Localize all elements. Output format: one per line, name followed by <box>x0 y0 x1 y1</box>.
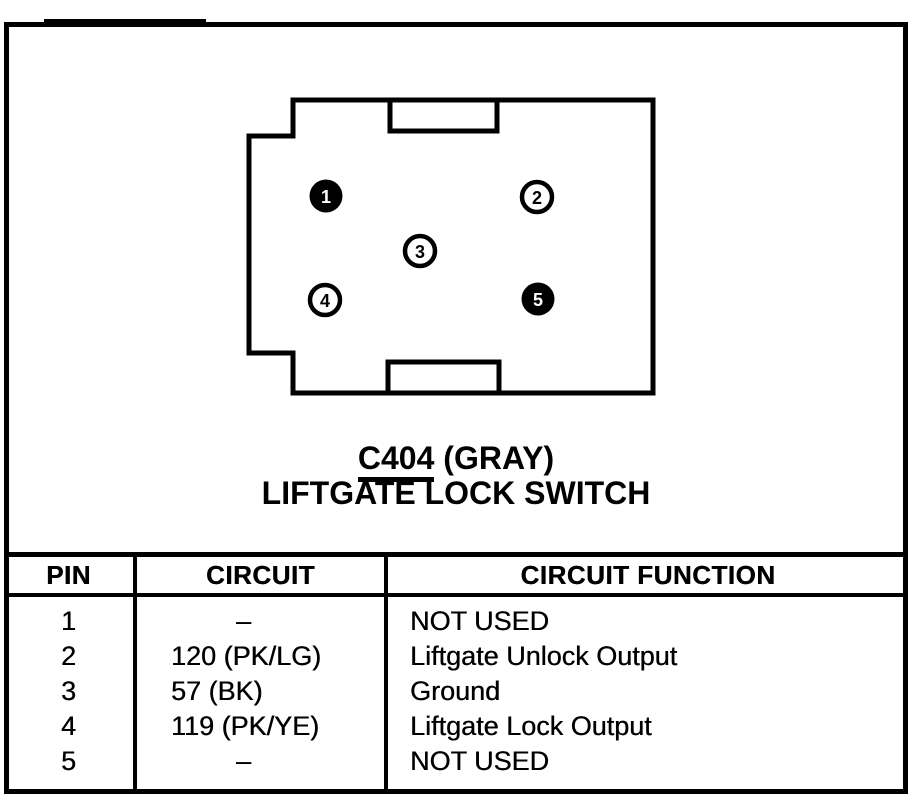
pin-cell: 2 <box>60 641 77 671</box>
connector-pin-2: 2 <box>519 179 555 215</box>
pin-4-circle <box>307 282 343 318</box>
connector-top-tab <box>387 97 500 134</box>
connector-pin-1: 1 <box>309 179 343 213</box>
function-cell: NOT USED <box>410 606 550 636</box>
pin-1-circle <box>309 179 343 213</box>
header-cell-circuit: CIRCUIT <box>137 557 388 597</box>
function-cell: Liftgate Unlock Output <box>410 641 678 671</box>
connector-name: LIFTGATE LOCK SWITCH <box>261 475 651 511</box>
header-cell-function: CIRCUIT FUNCTION <box>388 557 908 597</box>
pin-5-circle <box>521 282 555 316</box>
connector-outline <box>246 97 656 396</box>
circuit-cell: 120 (PK/LG) <box>171 641 322 671</box>
connector-diagram: 1 2 3 4 5 <box>246 97 656 396</box>
header-cell-pin: PIN <box>4 557 137 597</box>
connector-id-line: C404 (GRAY) <box>4 440 908 482</box>
pin-5-label: 5 <box>533 290 543 310</box>
scan-artifact-line <box>44 19 206 23</box>
connector-id: C404 <box>357 440 435 482</box>
function-cell: Liftgate Lock Output <box>410 711 652 741</box>
pin-cell: 5 <box>60 746 77 776</box>
pin-3-circle <box>402 233 438 269</box>
connector-pin-3: 3 <box>402 233 438 269</box>
pin-1-label: 1 <box>321 187 331 207</box>
circuit-cell: 119 (PK/YE) <box>171 711 320 741</box>
pin-column: 1 2 3 4 5 <box>4 597 137 794</box>
pin-cell: 3 <box>60 676 77 706</box>
pin-table: PIN CIRCUIT CIRCUIT FUNCTION 1 2 3 4 5 –… <box>4 552 908 794</box>
function-column: NOT USED Liftgate Unlock Output Ground L… <box>388 597 908 794</box>
pin-4-label: 4 <box>320 291 330 311</box>
function-cell: Ground <box>410 676 501 706</box>
connector-bottom-tab <box>385 359 502 396</box>
connector-pin-4: 4 <box>307 282 343 318</box>
spacer <box>434 440 443 476</box>
pin-cell: 1 <box>60 606 77 636</box>
connector-pin-5: 5 <box>521 282 555 316</box>
pin-3-label: 3 <box>415 242 425 262</box>
pin-2-label: 2 <box>532 188 542 208</box>
circuit-column: – 120 (PK/LG) 57 (BK) 119 (PK/YE) – <box>137 597 388 794</box>
circuit-cell: 57 (BK) <box>171 676 263 706</box>
pin-2-circle <box>519 179 555 215</box>
connector-color-note: (GRAY) <box>443 440 555 476</box>
connector-caption: C404 (GRAY) LIFTGATE LOCK SWITCH <box>4 440 908 511</box>
circuit-cell: – <box>235 746 252 776</box>
pin-cell: 4 <box>60 711 77 741</box>
circuit-cell: – <box>235 606 252 636</box>
function-cell: NOT USED <box>410 746 550 776</box>
